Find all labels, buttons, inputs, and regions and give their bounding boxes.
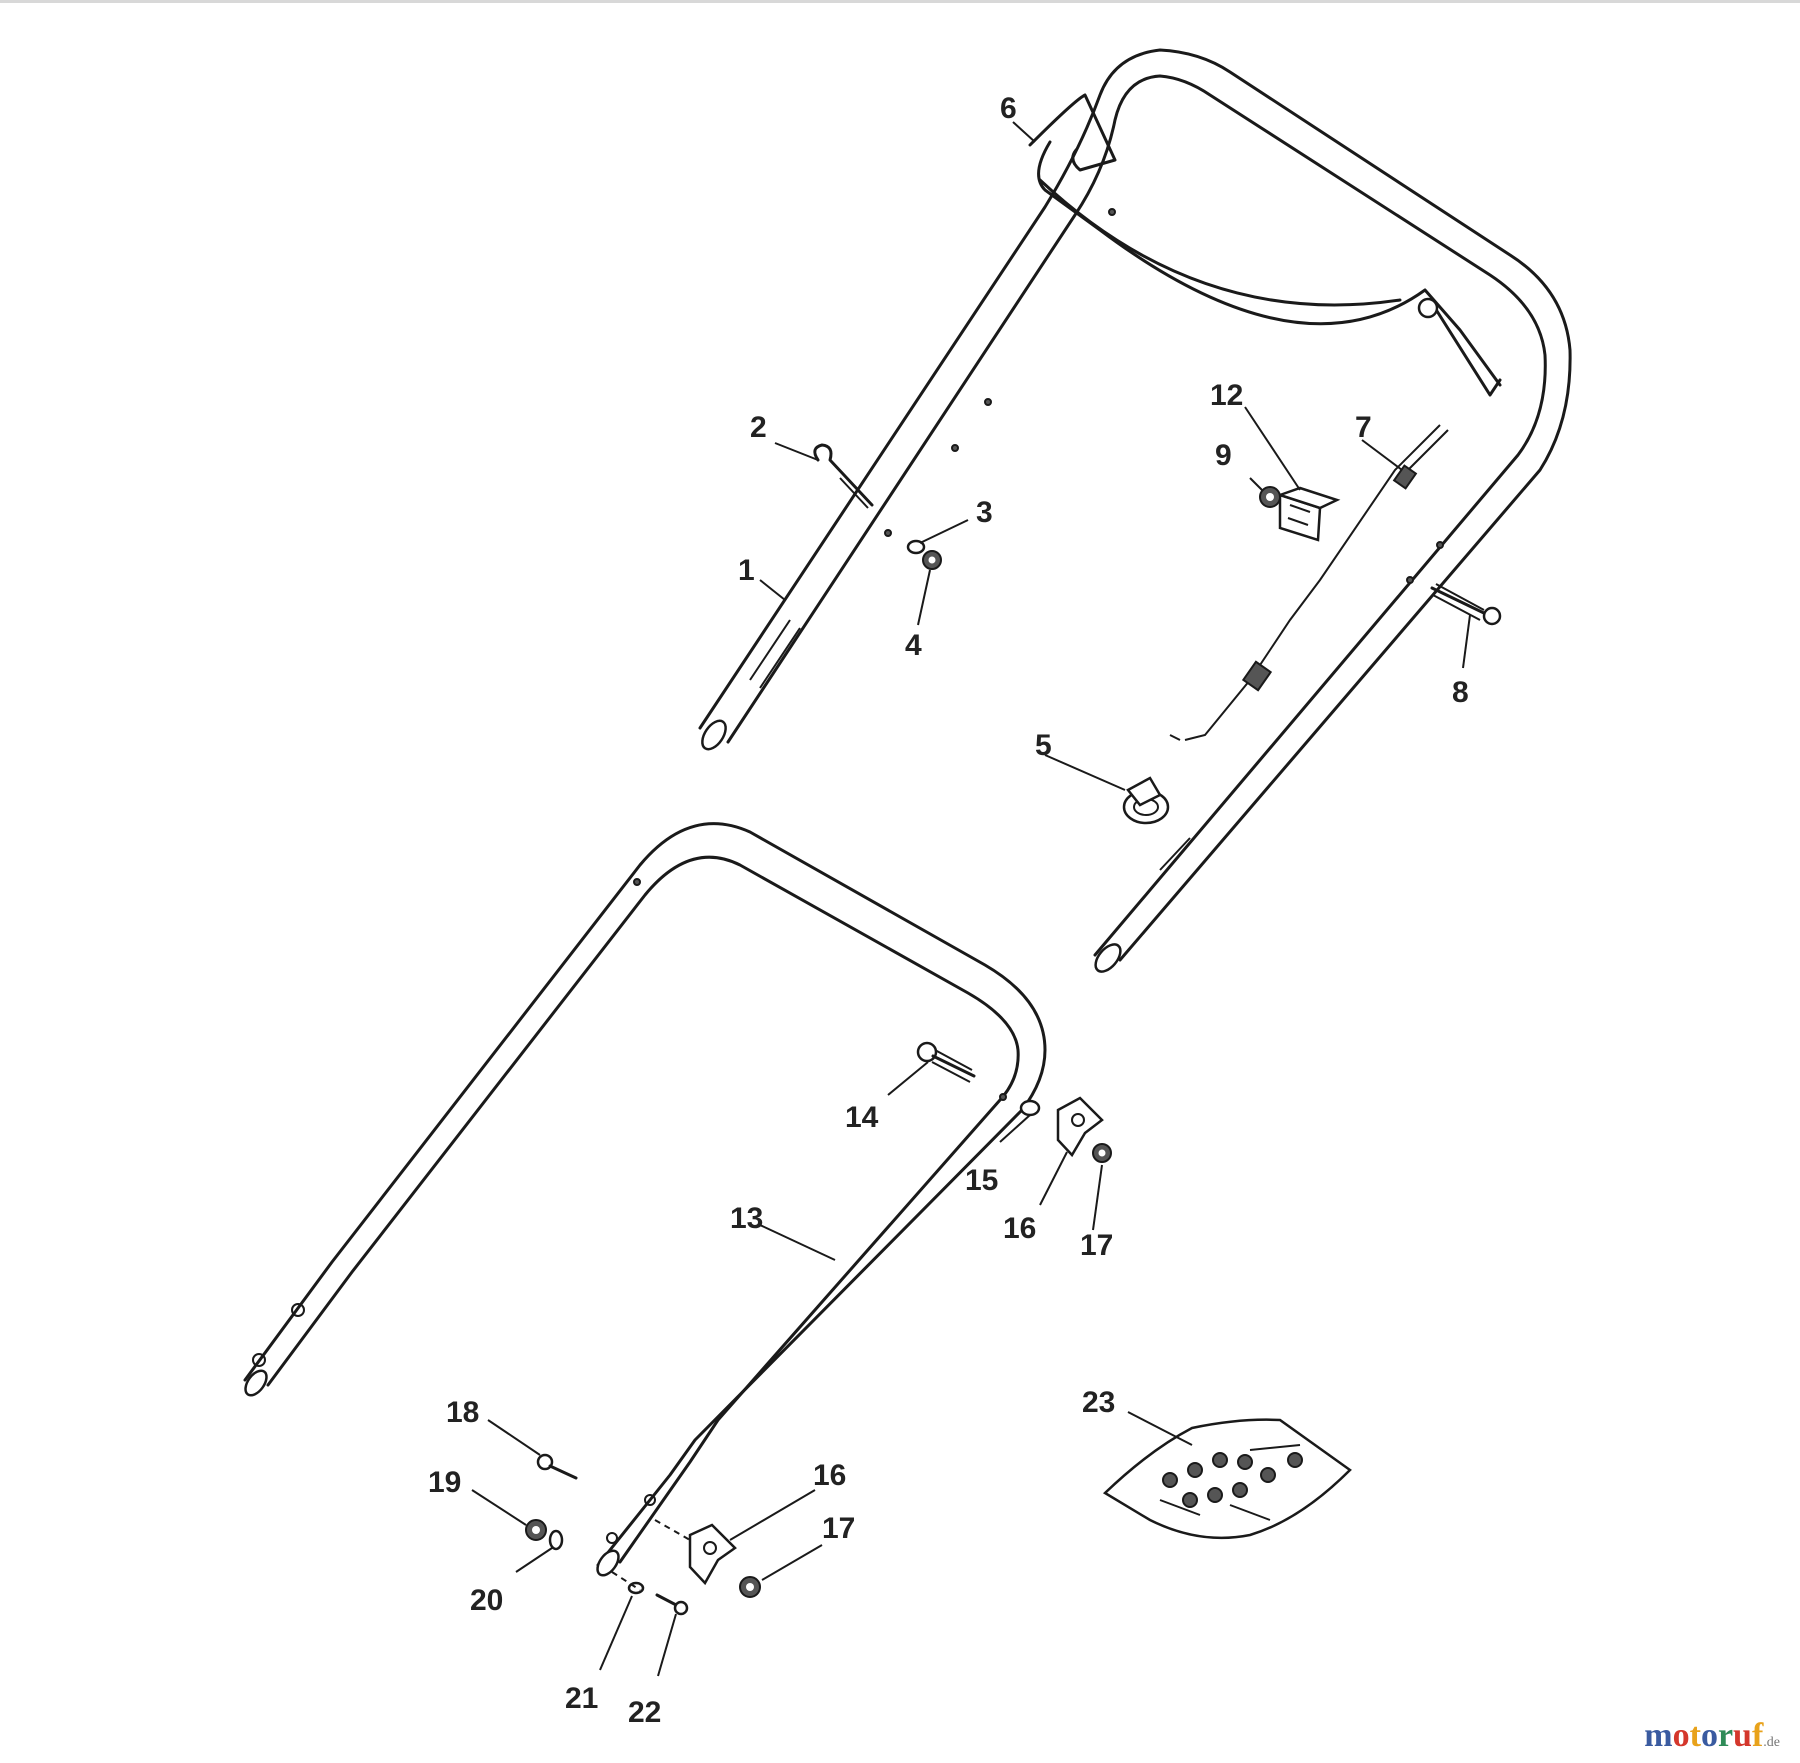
label-part-15: 15: [965, 1164, 998, 1197]
label-part-7: 7: [1355, 411, 1372, 444]
hardware-bag-part-23: [1102, 1418, 1352, 1540]
nut-part-17: [1092, 1143, 1112, 1163]
nut-part-19: [525, 1519, 547, 1541]
cable-clamp-part-5: [1122, 776, 1170, 825]
watermark-letter: u: [1733, 1717, 1752, 1754]
bolt-part-14: [916, 1041, 976, 1083]
label-part-8: 8: [1452, 676, 1469, 709]
watermark-letter: o: [1672, 1717, 1690, 1754]
nut-part-4: [922, 550, 942, 570]
washer-part-15: [1019, 1099, 1041, 1117]
label-part-20: 20: [470, 1584, 503, 1617]
label-part-17-lower: 17: [822, 1512, 855, 1545]
label-part-16: 16: [1003, 1212, 1036, 1245]
label-part-9: 9: [1215, 439, 1232, 472]
label-part-1: 1: [738, 554, 755, 587]
label-part-19: 19: [428, 1466, 461, 1499]
control-cable-part-7: [1169, 424, 1449, 741]
bolt-part-18: [536, 1453, 578, 1480]
label-part-13: 13: [730, 1202, 763, 1235]
label-part-14: 14: [845, 1101, 879, 1134]
label-part-3: 3: [976, 496, 993, 529]
label-part-22: 22: [628, 1696, 661, 1729]
label-part-6: 6: [1000, 92, 1017, 125]
cable-clip-part-12: [1276, 486, 1341, 542]
label-part-12: 12: [1210, 379, 1243, 412]
washer-part-3: [906, 539, 926, 555]
label-part-21: 21: [565, 1682, 598, 1715]
nut-part-17-lower: [739, 1576, 761, 1598]
part-labels: 6 2 3 4 1 5 7 8 9 12 13 14 15 16 17 16 1…: [428, 92, 1469, 1729]
label-part-23: 23: [1082, 1386, 1115, 1419]
label-part-17: 17: [1080, 1229, 1113, 1262]
label-part-2: 2: [750, 411, 767, 444]
lower-handle-bar-part-13: [243, 822, 1047, 1577]
bolt-part-22: [655, 1593, 689, 1616]
control-bail-part-6: [1028, 93, 1502, 397]
hook-bolt-part-2: [813, 443, 874, 509]
watermark-logo: motoruf.de: [1644, 1717, 1780, 1755]
label-part-16-lower: 16: [813, 1459, 846, 1492]
leader-lines: [471, 121, 1471, 1677]
top-border: [0, 0, 1800, 3]
watermark-letter: t: [1689, 1717, 1701, 1754]
watermark-tld: .de: [1763, 1735, 1780, 1750]
watermark-letter: o: [1700, 1717, 1718, 1754]
watermark-letter: m: [1644, 1717, 1673, 1754]
washer-part-20: [548, 1529, 564, 1551]
washer-part-21: [611, 1571, 645, 1595]
label-part-5: 5: [1035, 729, 1052, 762]
label-part-18: 18: [446, 1396, 479, 1429]
knob-part-16-lower: [654, 1519, 737, 1586]
watermark-letter: f: [1751, 1717, 1764, 1754]
watermark-letter: r: [1717, 1717, 1734, 1754]
label-part-4: 4: [905, 629, 922, 662]
knob-part-16: [1056, 1096, 1104, 1158]
upper-handle-bar: [698, 48, 1572, 973]
bolt-part-8: [1430, 583, 1502, 626]
nut-part-9: [1259, 486, 1281, 508]
